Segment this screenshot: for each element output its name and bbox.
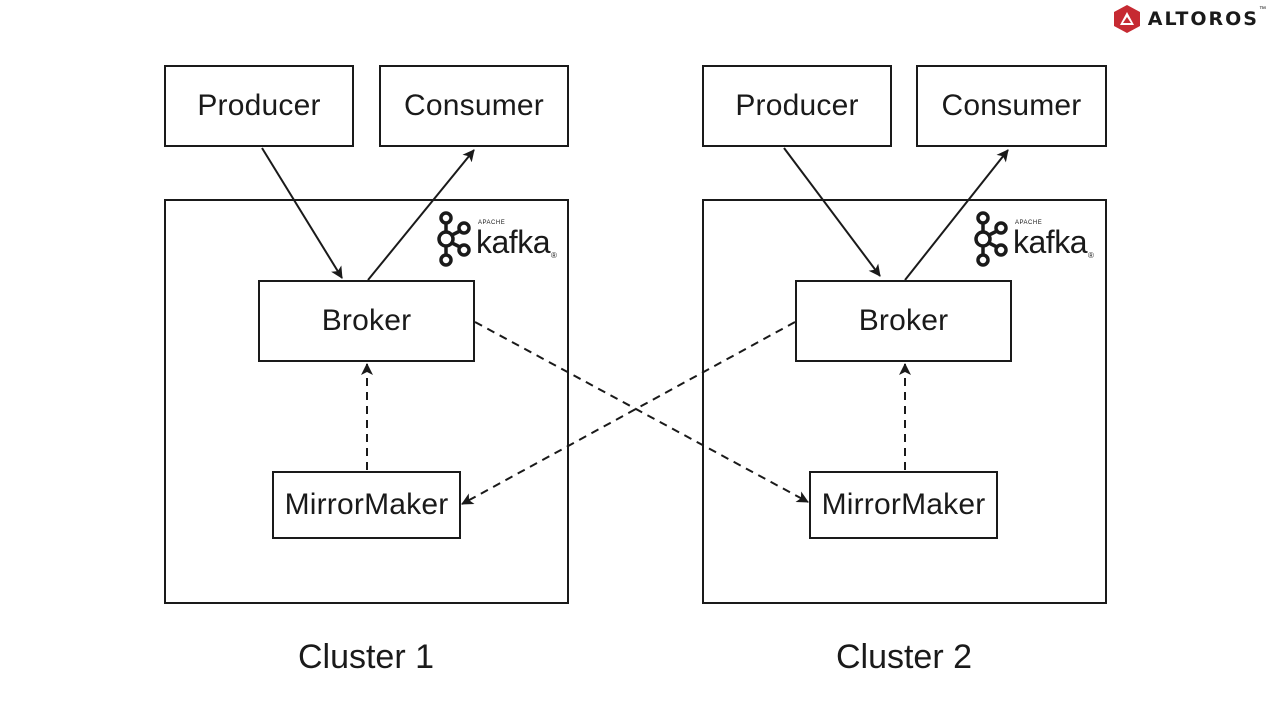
kafka-logo-cluster-1: APACHE kafka ® xyxy=(434,210,557,268)
edge-broker2-to-mirrormaker1 xyxy=(461,321,796,505)
cluster-1-producer: Producer xyxy=(164,65,354,147)
cluster-2-broker: Broker xyxy=(795,280,1012,362)
altoros-hexagon-icon xyxy=(1113,5,1140,33)
kafka-apache-label: APACHE xyxy=(478,220,506,226)
cluster-1-label: Cluster 1 xyxy=(297,638,435,676)
kafka-apache-label: APACHE xyxy=(1015,220,1043,226)
cluster-1-consumer: Consumer xyxy=(379,65,569,147)
edge-broker1-to-mirrormaker2 xyxy=(474,321,809,503)
cluster-2-label: Cluster 2 xyxy=(835,638,973,676)
edge-producer-to-broker-2 xyxy=(783,147,881,277)
kafka-wordmark: kafka xyxy=(476,224,550,260)
cluster-2-mirrormaker: MirrorMaker xyxy=(809,471,998,539)
brand-name: ALTOROS xyxy=(1147,8,1259,30)
cluster-2-frame xyxy=(702,199,1107,604)
altoros-logo: ALTOROS ™ xyxy=(1112,4,1266,34)
cluster-1-mirrormaker: MirrorMaker xyxy=(272,471,461,539)
cluster-2-consumer: Consumer xyxy=(916,65,1107,147)
kafka-registered-mark: ® xyxy=(1087,251,1094,260)
cluster-1-broker: Broker xyxy=(258,280,475,362)
cluster-2-producer: Producer xyxy=(702,65,892,147)
brand-trademark: ™ xyxy=(1259,6,1266,13)
kafka-icon xyxy=(437,211,471,267)
edge-broker-to-consumer-2 xyxy=(904,149,1009,281)
kafka-logo-cluster-2: APACHE kafka ® xyxy=(971,210,1094,268)
edge-producer-to-broker-1 xyxy=(261,147,343,279)
kafka-registered-mark: ® xyxy=(550,251,557,260)
edge-broker-to-consumer-1 xyxy=(367,149,475,281)
kafka-icon xyxy=(974,211,1008,267)
cluster-1-frame xyxy=(164,199,569,604)
kafka-wordmark: kafka xyxy=(1013,224,1087,260)
